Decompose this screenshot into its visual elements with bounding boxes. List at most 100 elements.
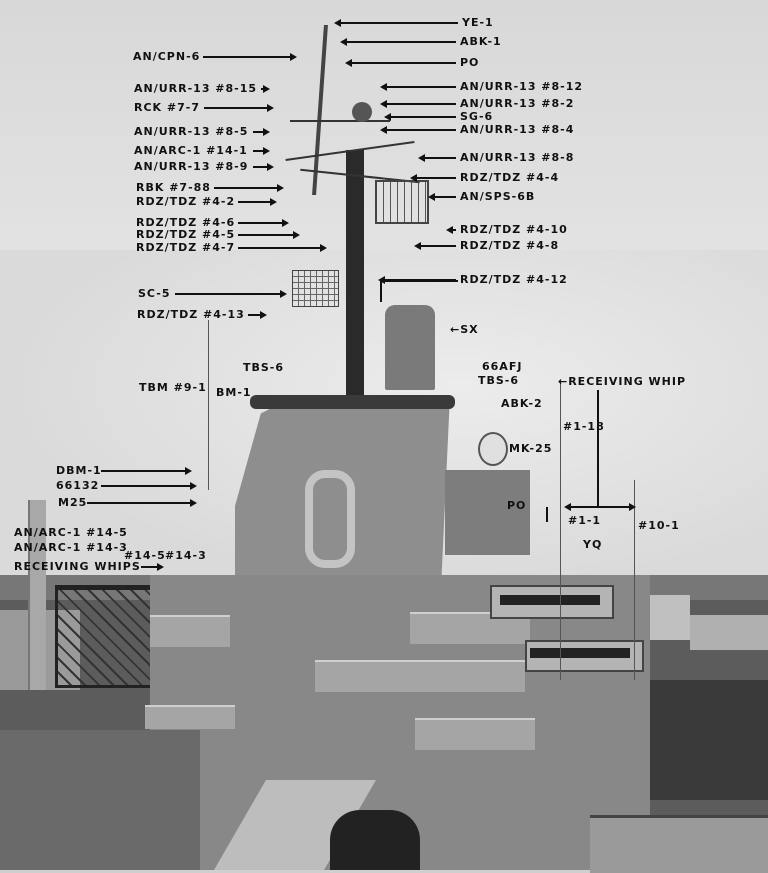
arrow-an-urr-13-8-5 (252, 128, 271, 136)
arrow-an-urr-13-8-4 (380, 126, 456, 134)
flag-bridge-windows (530, 648, 630, 658)
label-whip-1-1: #1-1 (568, 514, 602, 527)
label-rdz-tdz-4-8: RDZ/TDZ #4-8 (460, 239, 560, 252)
rdz-tdz-4-12-leader-horizontal (380, 280, 458, 282)
label-rck-7-7: RCK #7-7 (134, 101, 200, 114)
label-po-top: PO (460, 56, 480, 69)
label-abk-2: ABK-2 (501, 397, 543, 410)
label-mk-25: MK-25 (509, 442, 553, 455)
label-receiving-whips: RECEIVING WHIPS (14, 560, 141, 573)
arrow-an-sps-6b (428, 193, 456, 201)
arrow-an-cpn-6 (202, 53, 298, 61)
label-tbm-9-1: TBM #9-1 (139, 381, 207, 394)
po-lower-leader (546, 507, 548, 522)
sx-radar (385, 305, 435, 390)
label-an-urr-13-8-2: AN/URR-13 #8-2 (460, 97, 575, 110)
label-an-arc-1-14-5: AN/ARC-1 #14-5 (14, 526, 128, 539)
arrow-rck-7-7 (203, 104, 275, 112)
smokestack (28, 500, 46, 690)
receiving-whip-bracket-arrow (564, 503, 636, 511)
label-rdz-tdz-4-7: RDZ/TDZ #4-7 (136, 241, 236, 254)
label-whip-14-5: #14-5 (124, 549, 166, 562)
arrow-receiving-whips (141, 563, 164, 571)
receiving-whip-antenna (634, 480, 635, 680)
arrow-rdz-tdz-4-10 (446, 226, 456, 234)
label-an-sps-6b: AN/SPS-6B (460, 190, 536, 203)
sg-6-radar-dish (352, 102, 372, 122)
label-rdz-tdz-4-13: RDZ/TDZ #4-13 (137, 308, 245, 321)
label-tbs-6-left: TBS-6 (243, 361, 285, 374)
lower-deck-structure (0, 730, 200, 870)
label-rdz-tdz-4-12: RDZ/TDZ #4-12 (460, 273, 568, 286)
hull-number-9 (305, 470, 355, 568)
bridge-windows (500, 595, 600, 605)
deck-gun-mount (330, 810, 420, 870)
receiving-whip-antenna (560, 380, 561, 680)
label-tbs-6-right: TBS-6 (478, 374, 520, 387)
label-sx: ←SX (450, 323, 479, 336)
label-m25: M25 (58, 496, 88, 509)
label-an-arc-1-14-3: AN/ARC-1 #14-3 (14, 541, 128, 554)
arrow-66132 (101, 482, 197, 490)
arrow-an-urr-13-8-12 (380, 83, 456, 91)
arrow-dbm-1 (101, 467, 192, 475)
label-ye-1: YE-1 (462, 16, 494, 29)
label-dbm-1: DBM-1 (56, 464, 102, 477)
main-mast (346, 150, 364, 400)
receiving-whip-antenna (208, 320, 209, 490)
label-an-arc-1-14-1: AN/ARC-1 #14-1 (134, 144, 248, 157)
gallery-deck (415, 718, 535, 750)
arrow-rdz-tdz-4-13 (247, 311, 268, 319)
mast-platform (250, 395, 455, 409)
gallery-deck (315, 660, 525, 692)
gallery-deck (145, 705, 235, 729)
yardarm (290, 120, 390, 122)
label-receiving-whip: ←RECEIVING WHIP (558, 375, 687, 388)
arrow-an-urr-13-8-15 (261, 85, 270, 93)
label-whip-10-1: #10-1 (638, 519, 680, 532)
label-sc-5: SC-5 (138, 287, 171, 300)
sponson-deck (150, 615, 230, 647)
arrow-rbk-7-88 (213, 184, 285, 192)
arrow-an-arc-1-14-1 (252, 147, 271, 155)
label-rbk-7-88: RBK #7-88 (136, 181, 211, 194)
arrow-ye-1 (334, 19, 458, 27)
label-abk-1: ABK-1 (460, 35, 502, 48)
label-66132: 66132 (56, 479, 100, 492)
arrow-rdz-tdz-4-4 (410, 174, 456, 182)
label-rdz-tdz-4-2: RDZ/TDZ #4-2 (136, 195, 236, 208)
label-an-cpn-6: AN/CPN-6 (133, 50, 201, 63)
arrow-rdz-tdz-4-2 (238, 198, 277, 206)
label-whip-14-3: #14-3 (165, 549, 207, 562)
arrow-rdz-tdz-4-8 (414, 242, 456, 250)
label-rdz-tdz-4-5: RDZ/TDZ #4-5 (136, 228, 236, 241)
label-an-urr-13-8-4: AN/URR-13 #8-4 (460, 123, 575, 136)
label-an-urr-13-8-15: AN/URR-13 #8-15 (134, 82, 258, 95)
arrow-an-urr-13-8-8 (418, 154, 456, 162)
arrow-m25 (86, 499, 198, 507)
sps-6b-radar-antenna (375, 180, 429, 224)
arrow-rdz-tdz-4-7 (238, 244, 327, 252)
receiving-whip-bracket-stem (597, 390, 599, 506)
label-sg-6: SG-6 (460, 110, 494, 123)
arrow-rdz-tdz-4-6 (238, 219, 289, 227)
arrow-an-urr-13-8-9 (252, 163, 275, 171)
mk-25-radar-dish (478, 432, 508, 466)
label-an-urr-13-8-8: AN/URR-13 #8-8 (460, 151, 575, 164)
sc-5-radar-antenna (292, 270, 339, 307)
arrow-sg-6 (384, 113, 456, 121)
label-whip-1-18: #1-18 (563, 420, 605, 433)
label-rdz-tdz-4-4: RDZ/TDZ #4-4 (460, 171, 560, 184)
label-bm-1: BM-1 (216, 386, 252, 399)
label-yq: YQ (583, 538, 603, 551)
arrow-rdz-tdz-4-5 (238, 231, 300, 239)
rdz-tdz-4-12-leader (380, 280, 382, 302)
label-an-urr-13-8-5: AN/URR-13 #8-5 (134, 125, 249, 138)
arrow-an-urr-13-8-2 (380, 100, 456, 108)
label-an-urr-13-8-9: AN/URR-13 #8-9 (134, 160, 249, 173)
label-rdz-tdz-4-10: RDZ/TDZ #4-10 (460, 223, 568, 236)
arrow-po-top (345, 59, 456, 67)
gun-director (445, 470, 530, 555)
arrow-abk-1 (340, 38, 456, 46)
label-po-lower: PO (507, 499, 527, 512)
